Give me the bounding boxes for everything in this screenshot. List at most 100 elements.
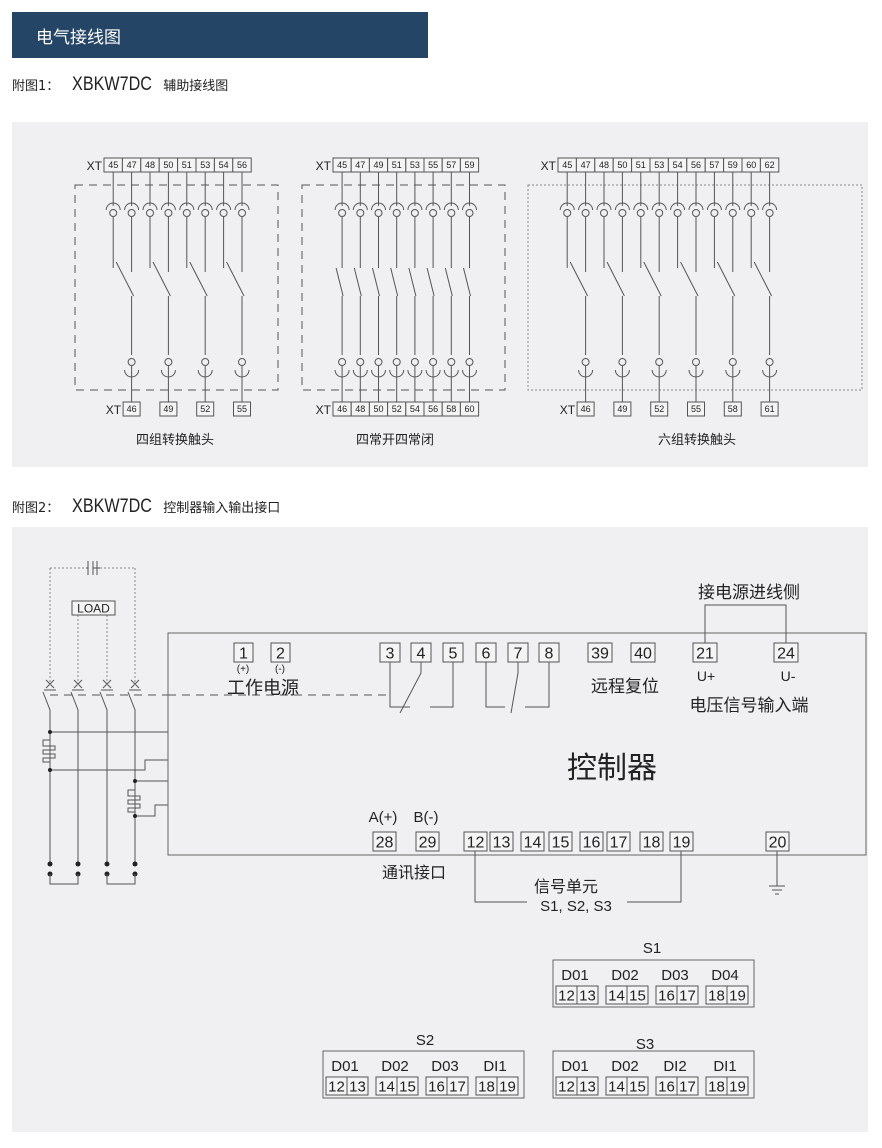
top-terminal: 59 bbox=[459, 157, 480, 173]
bottom-terminal: 46 bbox=[576, 401, 595, 417]
diagram-caption: 四常开四常闭 bbox=[356, 432, 434, 447]
terminal-number: 54 bbox=[673, 160, 683, 170]
terminal-box bbox=[442, 642, 464, 663]
bottom-terminal: 46 bbox=[122, 401, 141, 417]
top-terminal: 53 bbox=[195, 157, 215, 173]
terminal-number: 15 bbox=[629, 1078, 646, 1095]
controller-io-diagram: LOAD 控制器 接电源进线侧 (+) (-) 工作电源 远程复位 U+ U- … bbox=[42, 561, 867, 1099]
terminal-box bbox=[576, 1076, 599, 1096]
section-header: 电气接线图 bbox=[12, 12, 428, 58]
terminal-number: 7 bbox=[514, 645, 523, 662]
terminal-number: 53 bbox=[654, 160, 664, 170]
bottom-terminal: 58 bbox=[441, 401, 461, 417]
terminal-number: 5 bbox=[449, 645, 458, 662]
controller-terminal-top: 2 bbox=[270, 642, 291, 663]
top-terminal: 57 bbox=[441, 157, 461, 173]
figure1-suffix: 辅助接线图 bbox=[163, 79, 229, 94]
top-terminal: 56 bbox=[232, 157, 252, 173]
signal-unit-label: 信号单元 bbox=[534, 878, 598, 896]
terminal-number: 45 bbox=[337, 160, 347, 170]
controller-terminal-top: 8 bbox=[538, 642, 560, 663]
b-minus-label: B(-) bbox=[414, 809, 439, 826]
top-terminal: 53 bbox=[405, 157, 425, 173]
terminal-number: 3 bbox=[386, 645, 395, 662]
remote-reset-label: 远程复位 bbox=[591, 677, 659, 696]
table-terminal: 18 bbox=[705, 1076, 728, 1096]
terminal-number: 12 bbox=[328, 1078, 345, 1095]
terminal-number: 49 bbox=[163, 404, 173, 414]
terminal-number: 48 bbox=[145, 160, 155, 170]
diagram-caption: 四组转换触头 bbox=[136, 432, 214, 447]
terminal-number: 56 bbox=[691, 160, 701, 170]
top-terminal: 47 bbox=[121, 157, 142, 173]
table-terminal: 15 bbox=[396, 1076, 419, 1096]
terminal-number: 4 bbox=[417, 645, 426, 662]
table-terminal: 19 bbox=[496, 1076, 519, 1096]
table-terminal: 16 bbox=[655, 985, 678, 1005]
terminal-box bbox=[122, 401, 141, 417]
figure1-prefix: 附图1： bbox=[12, 79, 60, 94]
table-header: D04 bbox=[711, 967, 739, 984]
bottom-terminal: 52 bbox=[387, 401, 407, 417]
terminal-box bbox=[379, 642, 401, 663]
terminal-box bbox=[463, 831, 488, 852]
terminal-box bbox=[626, 985, 649, 1005]
terminal-box bbox=[233, 642, 254, 663]
load-box bbox=[71, 600, 116, 616]
controller-terminal-top: 6 bbox=[475, 642, 497, 663]
top-terminal: 49 bbox=[368, 157, 389, 173]
table-label: S1 bbox=[643, 940, 661, 957]
terminal-number: 61 bbox=[765, 404, 775, 414]
terminal-box bbox=[346, 1076, 369, 1096]
controller-terminal-bottom: 14 bbox=[520, 831, 545, 852]
u-minus-label: U- bbox=[781, 668, 796, 684]
terminal-box bbox=[520, 831, 545, 852]
controller-terminal-bottom: 29 bbox=[415, 831, 440, 852]
xt-label: XT bbox=[87, 159, 103, 173]
voltage-input-label: 电压信号输入端 bbox=[690, 696, 809, 715]
terminal-number: 19 bbox=[673, 834, 691, 851]
controller-terminal-top: 4 bbox=[410, 642, 432, 663]
table-terminal: 17 bbox=[676, 1076, 699, 1096]
top-terminal: 45 bbox=[103, 157, 123, 173]
a-plus-label: A(+) bbox=[369, 809, 398, 826]
top-terminal: 50 bbox=[612, 157, 633, 173]
table-terminal: 14 bbox=[375, 1076, 398, 1096]
terminal-box bbox=[475, 642, 497, 663]
terminal-number: 15 bbox=[629, 987, 646, 1004]
terminal-number: 60 bbox=[464, 404, 474, 414]
terminal-number: 47 bbox=[581, 160, 591, 170]
terminal-number: 16 bbox=[658, 987, 675, 1004]
terminal-number: 58 bbox=[728, 404, 738, 414]
controller-terminal-bottom: 20 bbox=[765, 831, 790, 852]
terminal-box bbox=[579, 831, 604, 852]
top-terminal: 62 bbox=[759, 157, 780, 173]
terminal-number: 47 bbox=[355, 160, 365, 170]
terminal-box bbox=[639, 831, 664, 852]
terminal-number: 16 bbox=[583, 834, 601, 851]
terminal-number: 46 bbox=[127, 404, 137, 414]
terminal-number: 28 bbox=[376, 834, 394, 851]
terminal-number: 17 bbox=[679, 1078, 696, 1095]
terminal-number: 2 bbox=[276, 645, 285, 662]
terminal-number: 14 bbox=[608, 1078, 625, 1095]
table-terminal: 17 bbox=[676, 985, 699, 1005]
top-terminal: 54 bbox=[213, 157, 234, 173]
power-side-label: 接电源进线侧 bbox=[698, 583, 800, 602]
bottom-terminal: 60 bbox=[459, 401, 480, 417]
top-terminal: 60 bbox=[741, 157, 761, 173]
top-terminal: 59 bbox=[723, 157, 743, 173]
terminal-box bbox=[630, 642, 656, 663]
top-terminal: 51 bbox=[387, 157, 407, 173]
terminal-box bbox=[760, 401, 779, 417]
xt-label: XT bbox=[316, 159, 332, 173]
figure2-model: XBKW7DC bbox=[72, 496, 153, 517]
table-terminal: 16 bbox=[655, 1076, 678, 1096]
terminal-number: 18 bbox=[643, 834, 661, 851]
terminal-number: 52 bbox=[392, 404, 402, 414]
bottom-terminal: 55 bbox=[687, 401, 705, 417]
